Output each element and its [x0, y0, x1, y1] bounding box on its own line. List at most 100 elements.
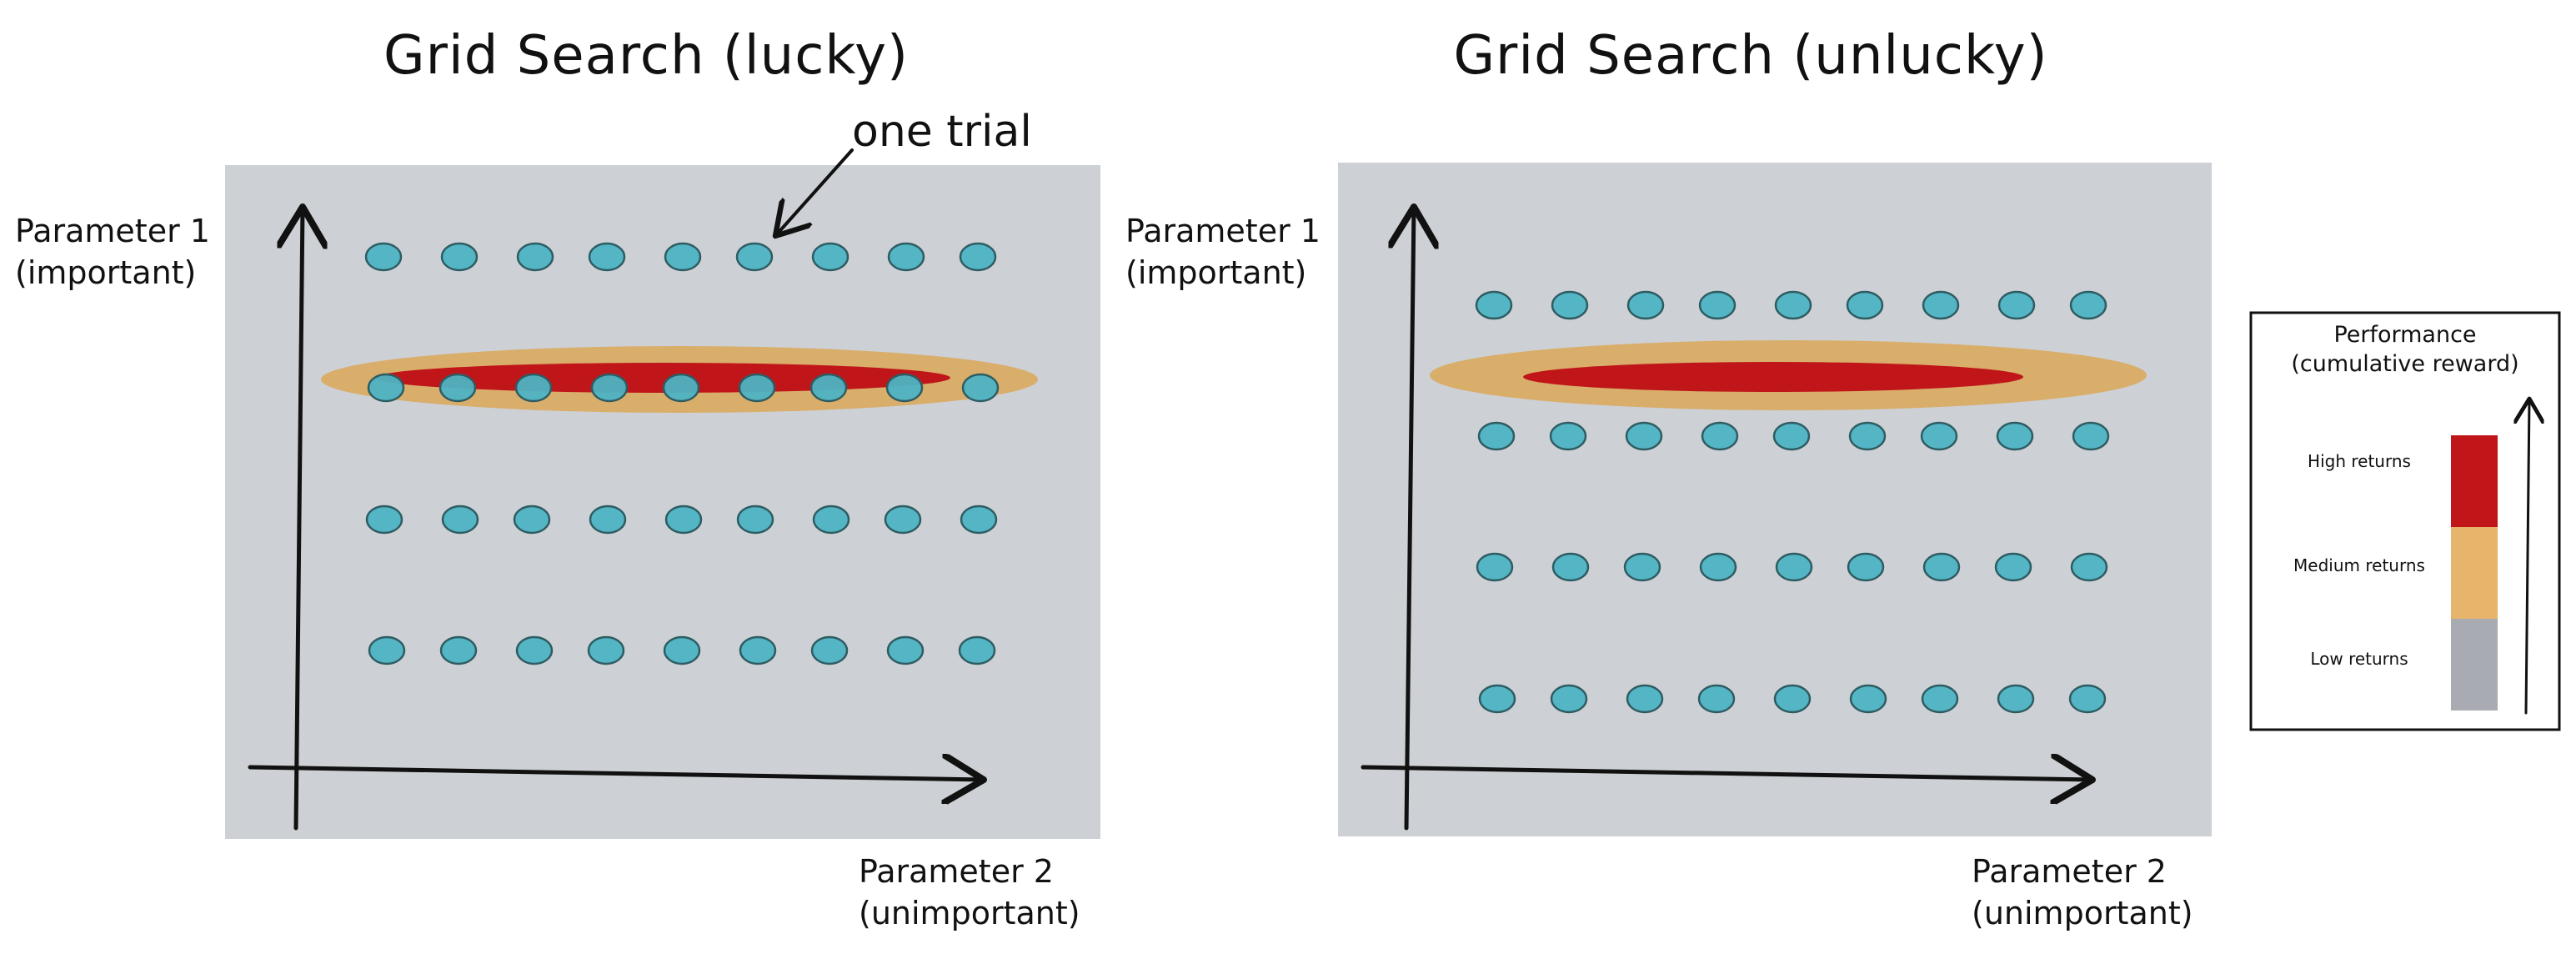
trial-point — [739, 635, 777, 665]
trial-point — [663, 635, 701, 665]
trial-point — [1701, 421, 1739, 451]
trial-point — [439, 373, 477, 403]
trial-point — [1997, 684, 2035, 714]
trial-point — [1626, 290, 1665, 320]
trial-point — [515, 635, 554, 665]
legend-swatch-high — [2451, 435, 2498, 527]
panel-unlucky: Grid Search (unlucky) Parameter 1 (impor… — [1125, 25, 2212, 931]
trial-point — [1551, 552, 1590, 582]
legend-label-high: High returns — [2308, 451, 2411, 471]
trial-grid — [364, 242, 1000, 665]
trial-point — [961, 373, 1000, 403]
legend-arrow — [2526, 399, 2529, 715]
trial-point — [1849, 684, 1887, 714]
trial-point — [1996, 421, 2034, 451]
y-axis-label-line1: Parameter 1 — [15, 213, 210, 249]
trial-point — [885, 373, 924, 403]
trial-point — [738, 373, 776, 403]
trial-point — [2068, 684, 2107, 714]
panel-background — [225, 165, 1100, 839]
trial-point — [1625, 421, 1663, 451]
trial-point — [887, 242, 925, 272]
trial-point — [960, 505, 998, 535]
trial-point — [513, 505, 551, 535]
trial-point — [1922, 290, 1960, 320]
trial-point — [1478, 684, 1516, 714]
trial-point — [2070, 552, 2108, 582]
trial-point — [589, 505, 627, 535]
trial-grid — [1475, 290, 2110, 714]
y-axis-label-line1: Parameter 1 — [1125, 213, 1321, 249]
trial-point — [514, 373, 553, 403]
y-axis-label-line2: (important) — [1125, 254, 1306, 291]
x-axis-label-line2: (unimportant) — [1972, 895, 2193, 931]
trial-point — [1922, 552, 1961, 582]
panel-background — [1338, 163, 2212, 836]
trial-point — [2069, 290, 2107, 320]
trial-point — [1623, 552, 1661, 582]
trial-point — [736, 505, 774, 535]
x-axis-label-line2: (unimportant) — [859, 895, 1080, 931]
trial-point — [1846, 290, 1884, 320]
trial-point — [441, 505, 479, 535]
trial-point — [1920, 421, 1958, 451]
trial-point — [365, 505, 403, 535]
panel-title: Grid Search (unlucky) — [1453, 25, 2047, 87]
trial-point — [1477, 421, 1516, 451]
trial-point — [1848, 421, 1887, 451]
legend-label-low: Low returns — [2310, 649, 2408, 669]
x-axis — [1361, 767, 2092, 780]
trial-point — [1772, 421, 1811, 451]
trial-point — [367, 373, 405, 403]
trial-point — [662, 373, 700, 403]
trial-point — [1774, 290, 1812, 320]
trial-point — [809, 373, 848, 403]
performance-legend: Performance (cumulative reward) High ret… — [2249, 311, 2561, 731]
x-axis-label-line1: Parameter 2 — [1972, 853, 2167, 890]
trial-point — [590, 373, 629, 403]
trial-point — [664, 505, 703, 535]
y-axis — [296, 207, 303, 831]
trial-point — [664, 242, 702, 272]
legend-frame — [2249, 311, 2561, 731]
trial-point — [1698, 290, 1737, 320]
trial-point — [368, 635, 406, 665]
panel-lucky: Grid Search (lucky) Parameter 1 (importa… — [15, 25, 1100, 931]
legend-swatch-medium — [2451, 527, 2498, 619]
trial-point — [1697, 684, 1736, 714]
trial-point — [439, 635, 478, 665]
trial-point — [1476, 552, 1514, 582]
annotation-arrow — [775, 148, 854, 236]
trial-point — [1551, 290, 1589, 320]
trial-point — [812, 505, 850, 535]
trial-point — [1775, 552, 1813, 582]
trial-point — [587, 635, 625, 665]
trial-point — [516, 242, 554, 272]
legend-title-line1: Performance — [2333, 322, 2476, 348]
x-axis-label-line1: Parameter 2 — [859, 853, 1054, 890]
panel-title: Grid Search (lucky) — [383, 25, 909, 87]
y-axis — [1406, 207, 1414, 831]
trial-point — [810, 635, 849, 665]
one-trial-annotation: one trial — [852, 107, 1032, 157]
trial-point — [1475, 290, 1513, 320]
trial-point — [958, 635, 996, 665]
trial-point — [1847, 552, 1885, 582]
trial-point — [1921, 684, 1959, 714]
trial-point — [2072, 421, 2110, 451]
legend-label-medium: Medium returns — [2293, 555, 2425, 575]
high-returns-region — [1523, 362, 2023, 392]
trial-point — [811, 242, 849, 272]
trial-point — [364, 242, 403, 272]
x-axis — [248, 767, 984, 780]
trial-point — [1549, 421, 1587, 451]
trial-point — [1626, 684, 1664, 714]
trial-point — [1773, 684, 1812, 714]
trial-point — [1699, 552, 1737, 582]
trial-point — [1997, 290, 2036, 320]
y-axis-label-line2: (important) — [15, 254, 196, 291]
trial-point — [588, 242, 626, 272]
legend-title-line2: (cumulative reward) — [2291, 351, 2518, 377]
trial-point — [886, 635, 925, 665]
